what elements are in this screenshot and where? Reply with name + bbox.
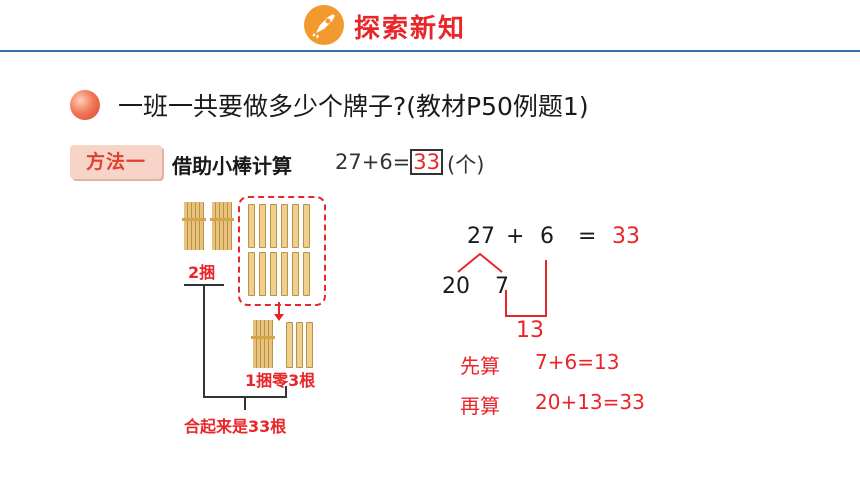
calc-right: 6 <box>540 224 554 249</box>
single-stick <box>286 322 293 368</box>
method-description: 借助小棒计算 <box>172 154 292 178</box>
bundles-label: 2捆 <box>188 263 216 282</box>
bracket-stem <box>244 396 246 410</box>
method-tag-label: 方法一 <box>85 151 146 173</box>
singles-group <box>238 196 326 306</box>
method-tag: 方法一 <box>70 145 162 179</box>
arrow-line <box>278 302 280 316</box>
step1-expression: 7+6=13 <box>535 350 620 374</box>
total-label: 合起来是33根 <box>184 417 287 436</box>
method-expression: 27+6=33 <box>335 149 444 175</box>
calc-equals: = <box>578 224 597 249</box>
step1-label: 先算 <box>460 354 500 378</box>
partial-sum: 13 <box>516 318 544 343</box>
stick-bundle <box>251 320 275 368</box>
expression-text: 27+6= <box>335 150 411 174</box>
stick-bundle <box>210 202 234 250</box>
calc-left: 27 <box>467 224 495 249</box>
arrow-down-icon <box>274 314 284 321</box>
question-text: 一班一共要做多少个牌子?(教材P50例题1) <box>118 92 589 121</box>
page-title: 探索新知 <box>354 14 467 44</box>
decomposition-lines <box>457 252 547 317</box>
step2-expression: 20+13=33 <box>535 390 645 414</box>
calc-result: 33 <box>612 224 640 249</box>
split-a: 20 <box>442 274 470 299</box>
bracket-right <box>285 386 287 398</box>
after-label: 1捆零3根 <box>245 371 316 390</box>
header-divider <box>0 50 860 52</box>
single-stick <box>296 322 303 368</box>
step2-label: 再算 <box>460 394 500 418</box>
split-b: 7 <box>495 274 509 299</box>
ball-icon <box>70 90 100 120</box>
stick-bundle <box>182 202 206 250</box>
calc-plus: + <box>506 224 525 249</box>
single-stick <box>306 322 313 368</box>
bracket-left <box>203 284 205 398</box>
answer-box: 33 <box>410 149 444 175</box>
unit-label: (个) <box>447 153 485 177</box>
rocket-icon <box>304 5 344 45</box>
